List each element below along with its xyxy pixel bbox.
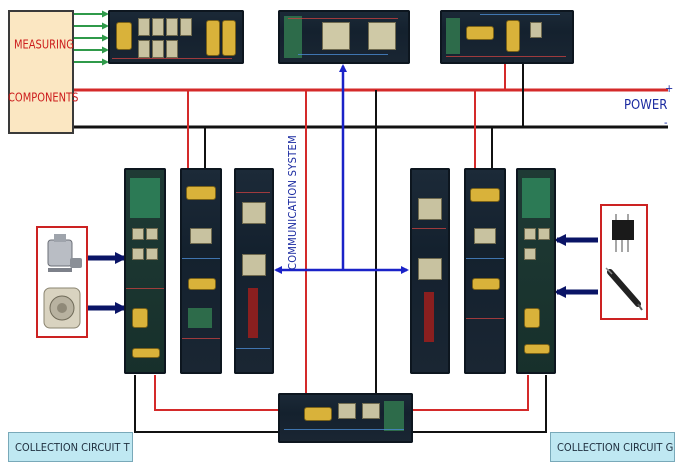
ic-chip-sensor-icon <box>612 214 634 252</box>
left-module-board-2 <box>180 168 222 374</box>
wire-bottom-right-black <box>413 375 547 433</box>
collection-circuit-g-text: COLLECTION CIRCUIT G <box>557 440 674 454</box>
bottom-board <box>278 393 413 443</box>
right-module-board-2 <box>464 168 506 374</box>
left-module-board-1 <box>124 168 166 374</box>
accelerometer-sensor-icon <box>47 234 82 272</box>
left-module-board-3 <box>234 168 274 374</box>
collection-circuit-t-label: COLLECTION CIRCUIT T <box>8 432 133 462</box>
right-sensor-box <box>600 204 648 320</box>
top-right-board <box>440 10 574 64</box>
measuring-label: MEASURING <box>14 37 74 52</box>
probe-sensor-icon <box>605 267 643 311</box>
right-module-board-1 <box>410 168 450 374</box>
wire-bottom-left-red <box>154 375 278 411</box>
power-minus: - <box>664 116 668 129</box>
measuring-components-box: MEASURING COMPONENTS <box>8 10 78 134</box>
wire-bottom-right-red <box>413 375 529 411</box>
collection-circuit-g-label: COLLECTION CIRCUIT G <box>550 432 675 462</box>
components-label: COMPONENTS <box>8 90 79 105</box>
communication-system-label: COMMUNICATION SYSTEM <box>286 135 299 270</box>
left-sensor-box <box>36 226 88 338</box>
top-left-board <box>108 10 244 64</box>
wire-bottom-left-black <box>134 375 278 433</box>
power-plus: + <box>665 82 674 95</box>
right-module-board-3 <box>516 168 556 374</box>
top-center-board <box>278 10 410 64</box>
pressure-sensor-icon <box>43 287 81 329</box>
collection-circuit-t-text: COLLECTION CIRCUIT T <box>15 440 130 454</box>
power-label: POWER <box>624 98 668 113</box>
